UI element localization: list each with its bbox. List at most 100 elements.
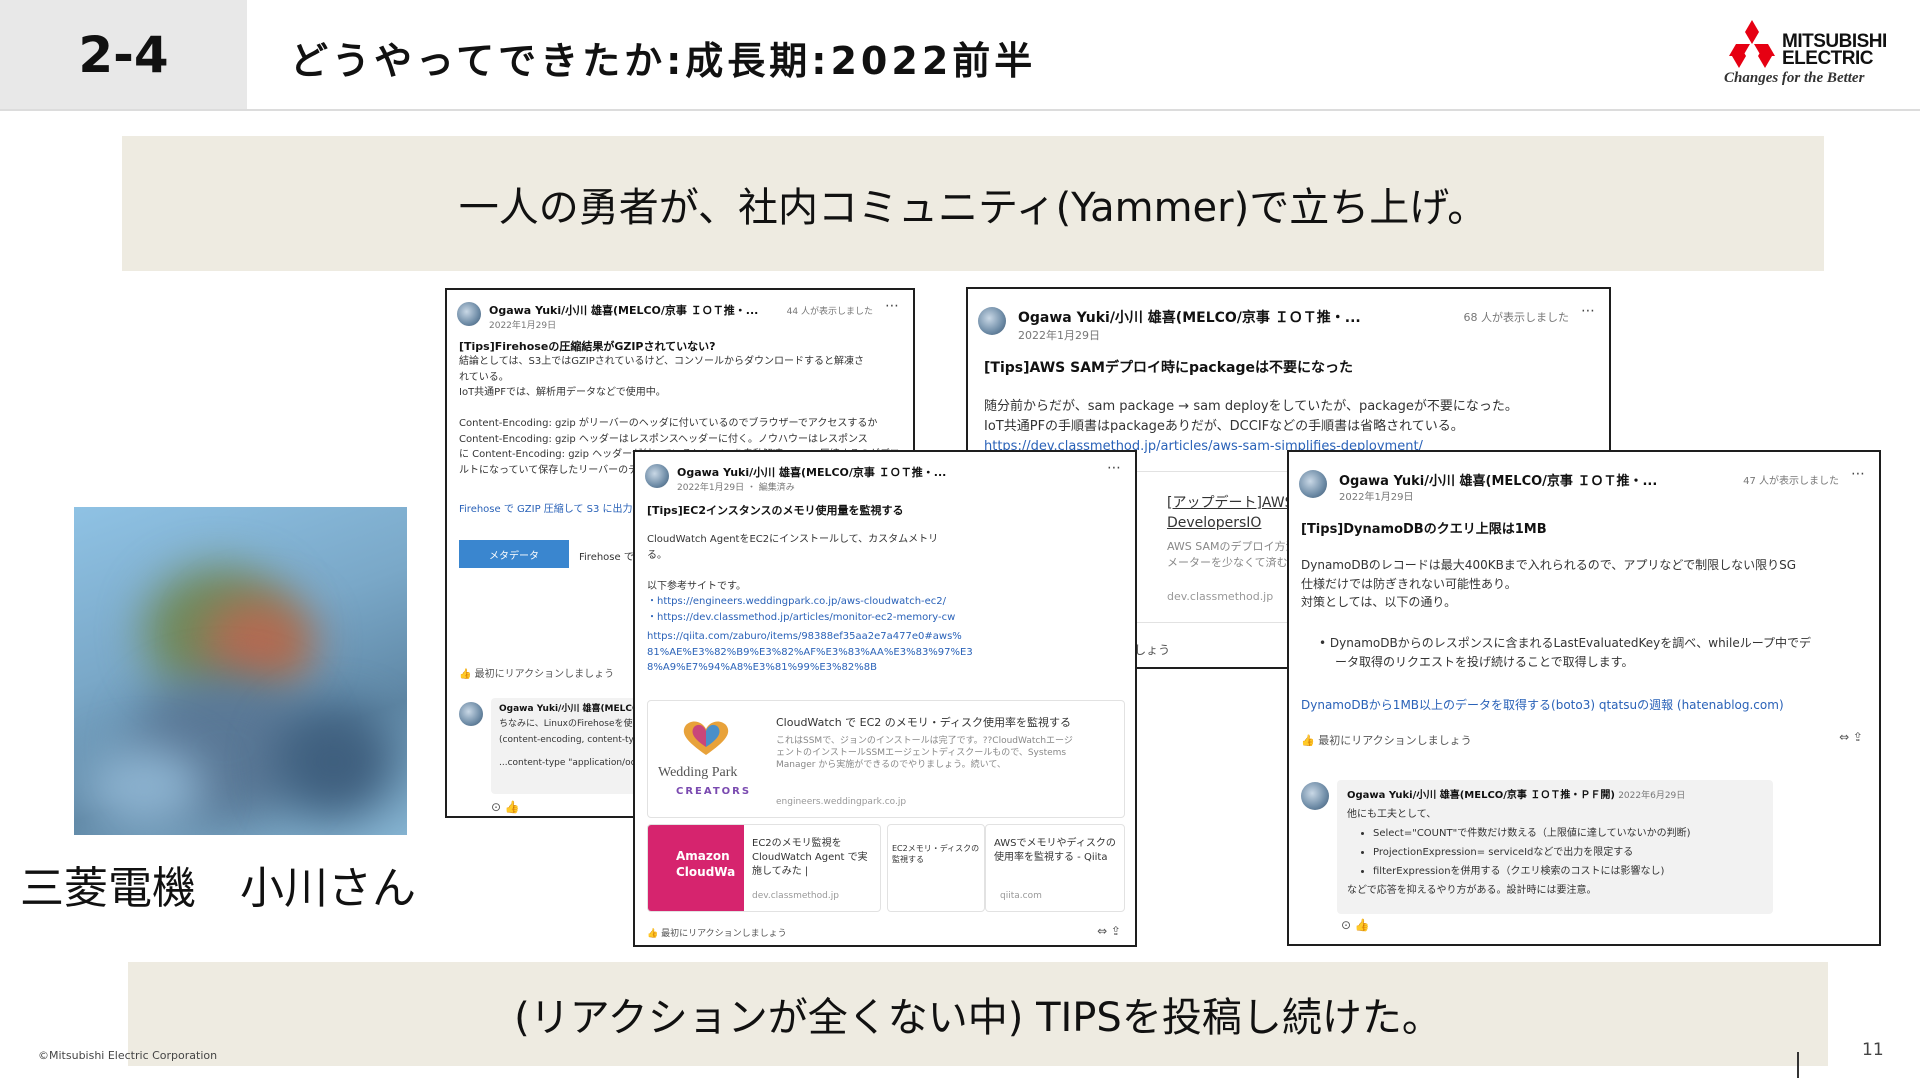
link-preview-card-qiita[interactable]: AWSでメモリやディスクの使用率を監視する - Qiita qiita.com	[985, 824, 1125, 912]
reaction-prompt[interactable]: 👍 最初にリアクションしましょう	[459, 665, 614, 680]
like-icon[interactable]: 👍	[1301, 734, 1319, 747]
comment-author[interactable]: Ogawa Yuki/小川 雄喜(MELCO/京	[499, 704, 652, 714]
comment-item: filterExpressionを併用する（クエリ検索のコストには影響なし)	[1373, 862, 1763, 881]
metadata-tag[interactable]: メタデータ	[459, 540, 569, 568]
link-preview-card-classmethod[interactable]: Amazon CloudWa EC2のメモリ監視をCloudWatch Agen…	[647, 824, 881, 912]
like-icon[interactable]: 👍	[459, 669, 475, 680]
closing-banner: (リアクションが全くない中) TIPSを投稿し続けた。	[128, 962, 1828, 1066]
avatar[interactable]	[1301, 782, 1329, 810]
post-line: DynamoDBのレコードは最大400KBまで入れられるので、アプリなどで制限し…	[1301, 558, 1797, 572]
post-line: IoT共通PFでは、解析用データなどで使用中。	[459, 387, 666, 398]
post-line: る。	[647, 549, 667, 561]
comment-actions[interactable]: ⊙ 👍	[491, 800, 520, 814]
post-link[interactable]: 8%A9%E7%94%A8%E3%81%99%E3%82%8B	[647, 662, 877, 673]
post-views: 68 人が表示しました	[1463, 311, 1570, 324]
post-line: IoT共通PFの手順書はpackageありだが、DCCIFなどの手順書は省略され…	[984, 419, 1464, 435]
post-title: [Tips]DynamoDBのクエリ上限は1MB	[1301, 522, 1547, 537]
like-icon[interactable]: 👍	[647, 929, 662, 939]
link-preview-card-weddingpark[interactable]: Wedding Park CREATORS CloudWatch で EC2 の…	[647, 700, 1125, 818]
card-title[interactable]: EC2メモリ・ディスクの監視する	[892, 844, 980, 865]
card-domain: engineers.weddingpark.co.jp	[776, 797, 907, 807]
avatar[interactable]	[459, 702, 483, 726]
wedding-park-logo-icon	[683, 721, 729, 755]
post-line: 随分前からだが、sam package → sam deployをしていたが、p…	[984, 399, 1518, 414]
share-icons[interactable]: ⇔ ⇪	[1839, 730, 1863, 744]
copyright: ©Mitsubishi Electric Corporation	[38, 1049, 218, 1062]
comment-list: Select="COUNT"で件数だけ数える（上限値に達していないかの判断) P…	[1347, 824, 1763, 881]
post-author[interactable]: Ogawa Yuki/小川 雄喜(MELCO/京事 ＩＯＴ推・...	[1018, 310, 1361, 326]
post-link[interactable]: https://qiita.com/zaburo/items/98388ef35…	[647, 631, 962, 642]
post-link[interactable]: Firehose で GZIP 圧縮して S3 に出力	[459, 504, 633, 515]
bullet-line: • DynamoDBからのレスポンスに含まれるLastEvaluatedKeyを…	[1319, 636, 1812, 650]
comment-author[interactable]: Ogawa Yuki/小川 雄喜(MELCO/京事 ＩＯＴ推・ＰＦ開)	[1347, 790, 1615, 801]
post-author[interactable]: Ogawa Yuki/小川 雄喜(MELCO/京事 ＩＯＴ推・...	[1339, 474, 1658, 489]
bullet-text: DynamoDBからのレスポンスに含まれるLastEvaluatedKeyを調べ…	[1329, 636, 1812, 650]
post-author[interactable]: Ogawa Yuki/小川 雄喜(MELCO/京事 ＩＯＴ推・...	[677, 466, 947, 479]
corner-mark	[1797, 1052, 1799, 1078]
card-domain: dev.classmethod.jp	[1167, 590, 1274, 603]
post-body: 随分前からだが、sam package → sam deployをしていたが、p…	[984, 397, 1604, 457]
post-date: 2022年1月29日	[1018, 329, 1100, 342]
more-options-icon[interactable]: ⋯	[1851, 466, 1865, 482]
post-header: Ogawa Yuki/小川 雄喜(MELCO/京事 ＩＯＴ推・... 2022年…	[645, 460, 1125, 498]
comment-line: ちなみに、LinuxのFirehoseを使	[499, 719, 633, 730]
post-date: 2022年1月29日	[1339, 492, 1414, 503]
avatar[interactable]	[978, 307, 1006, 335]
card-title[interactable]: [アップデート]AWS S	[1167, 495, 1307, 511]
post-body: DynamoDBのレコードは最大400KBまで入れられるので、アプリなどで制限し…	[1301, 556, 1879, 612]
post-line: Content-Encoding: gzip ヘッダーはレスポンスヘッダーに付く…	[459, 433, 868, 445]
card-logo-text: Wedding Park	[658, 765, 738, 780]
card-logo-text: CREATORS	[676, 786, 752, 797]
card-description: AWS SAMのデプロイ方法が	[1167, 540, 1308, 553]
post-title: [Tips]Firehoseの圧縮結果がGZIPされていない?	[459, 340, 716, 353]
reaction-prompt[interactable]: 👍 最初にリアクションしましょう	[1301, 732, 1472, 748]
reaction-prompt[interactable]: 👍 最初にリアクションしましょう	[647, 926, 787, 939]
post-line: 仕様だけでは防ぎきれない可能性あり。	[1301, 576, 1517, 591]
more-options-icon[interactable]: ⋯	[1107, 460, 1121, 476]
more-options-icon[interactable]: ⋯	[885, 298, 899, 314]
person-caption: 三菱電機 小川さん	[20, 863, 416, 914]
card-description: メーターを少なくて済むよ	[1167, 556, 1299, 569]
reaction-label: 最初にリアクションしましょう	[474, 669, 615, 680]
comment: Ogawa Yuki/小川 雄喜(MELCO/京事 ＩＯＴ推・ＰＦ開) 2022…	[1337, 780, 1773, 914]
comment-header: Ogawa Yuki/小川 雄喜(MELCO/京事 ＩＯＴ推・ＰＦ開) 2022…	[1347, 786, 1763, 805]
card-title[interactable]: CloudWatch で EC2 のメモリ・ディスク使用率を監視する	[776, 716, 1072, 729]
avatar[interactable]	[645, 464, 669, 488]
yammer-post-dynamodb[interactable]: Ogawa Yuki/小川 雄喜(MELCO/京事 ＩＯＴ推・... 2022年…	[1287, 450, 1881, 946]
person-photo	[74, 507, 407, 835]
yammer-post-ec2[interactable]: Ogawa Yuki/小川 雄喜(MELCO/京事 ＩＯＴ推・... 2022年…	[633, 450, 1137, 947]
side-text: Firehose で	[579, 552, 634, 563]
card-title[interactable]: DevelopersIO	[1167, 515, 1262, 531]
post-link[interactable]: DynamoDBから1MB以上のデータを取得する(boto3) qtatsuの週…	[1301, 698, 1784, 712]
post-header: Ogawa Yuki/小川 雄喜(MELCO/京事 ＩＯＴ推・... 2022年…	[1299, 466, 1869, 504]
post-link[interactable]: 81%AE%E3%82%B9%E3%82%AF%E3%83%AA%E3%83%9…	[647, 646, 973, 658]
comment-item: Select="COUNT"で件数だけ数える（上限値に達していないかの判断)	[1373, 824, 1763, 843]
slide-title: どうやってできたか:成長期:2022前半	[290, 39, 1037, 83]
post-views: 47 人が表示しました	[1743, 476, 1839, 487]
logo-word-electric: ELECTRIC	[1782, 48, 1874, 69]
logo-word-mitsubishi: MITSUBISHI	[1782, 31, 1887, 52]
share-icons[interactable]: ⇔ ⇪	[1097, 924, 1121, 938]
post-bullet: • DynamoDBからのレスポンスに含まれるLastEvaluatedKeyを…	[1319, 634, 1879, 671]
avatar[interactable]	[1299, 470, 1327, 498]
post-link[interactable]: ・https://engineers.weddingpark.co.jp/aws…	[647, 596, 947, 607]
badge-line: CloudWa	[676, 865, 736, 879]
aws-badge: Amazon CloudWa	[648, 825, 744, 911]
comment-actions[interactable]: ⊙ 👍	[1341, 918, 1370, 932]
card-title[interactable]: AWSでメモリやディスクの使用率を監視する - Qiita	[994, 838, 1116, 863]
post-header: Ogawa Yuki/小川 雄喜(MELCO/京事 ＩＯＴ推・... 2022年…	[978, 303, 1599, 342]
avatar[interactable]	[457, 302, 481, 326]
comment-item: ProjectionExpression= serviceIdなどで出力を限定す…	[1373, 843, 1763, 862]
header-divider	[0, 109, 1920, 111]
post-header: Ogawa Yuki/小川 雄喜(MELCO/京事 ＩＯＴ推・... 2022年…	[457, 298, 903, 336]
mitsubishi-electric-logo: MITSUBISHI ELECTRIC Changes for the Bett…	[1720, 18, 1910, 93]
post-link[interactable]: ・https://dev.classmethod.jp/articles/mon…	[647, 611, 956, 623]
post-line: 以下参考サイトです。	[647, 580, 746, 592]
comment-line: などで応答を抑えるやり方がある。設計時には要注意。	[1347, 885, 1597, 897]
link-preview-card-small[interactable]: EC2メモリ・ディスクの監視する	[887, 824, 985, 912]
more-options-icon[interactable]: ⋯	[1581, 303, 1595, 319]
page-number: 11	[1862, 1040, 1884, 1060]
card-title[interactable]: EC2のメモリ監視をCloudWatch Agent で実施してみた |	[752, 838, 868, 877]
post-author[interactable]: Ogawa Yuki/小川 雄喜(MELCO/京事 ＩＯＴ推・...	[489, 304, 759, 317]
card-domain: dev.classmethod.jp	[752, 891, 839, 901]
